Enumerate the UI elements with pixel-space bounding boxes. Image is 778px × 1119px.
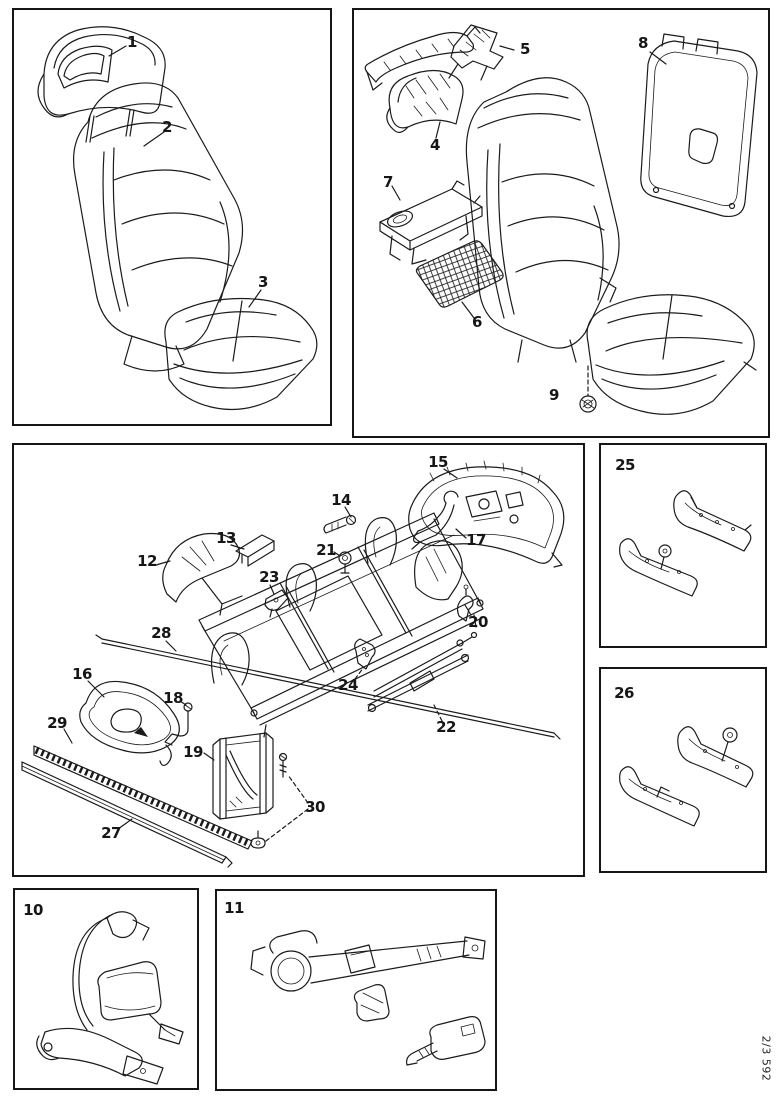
seatbelt-11-drawing: [250, 930, 486, 1066]
callout-22: 22: [436, 718, 456, 736]
trim-rail-lower-drawing: [619, 766, 700, 827]
callout-11: 11: [224, 899, 244, 917]
callout-16: 16: [72, 665, 92, 683]
panel-seat-assembly: 1 2 3: [12, 8, 332, 426]
trim-rail-lower-drawing: [619, 538, 698, 597]
panel-seatbelt-10: 10: [13, 888, 199, 1090]
belt-buckle-drawing: [406, 1016, 486, 1066]
leader-lines: [391, 45, 667, 319]
callout-17: 17: [466, 531, 486, 549]
callout-8: 8: [638, 34, 648, 52]
callout-18: 18: [163, 689, 183, 707]
callout-9: 9: [549, 386, 559, 404]
backrest-drawing: [72, 82, 244, 372]
frame-rails-drawing: [198, 512, 485, 738]
backrest-cushion-drawing: [465, 77, 620, 363]
frame-brackets-drawing: [211, 517, 463, 686]
part-20-drawing: [456, 584, 474, 622]
callout-15: 15: [428, 453, 448, 471]
part-13-drawing: [235, 534, 275, 567]
callout-7: 7: [383, 173, 393, 191]
belt-anchor-drawing: [36, 1027, 164, 1085]
back-panel-drawing: [640, 33, 758, 218]
callout-2: 2: [162, 118, 172, 136]
part-29-drawing: [33, 745, 253, 850]
panel-backrest-exploded: 4 5 6 7 8 9: [352, 8, 770, 438]
part-17-drawing: [411, 490, 459, 550]
callout-5: 5: [520, 40, 530, 58]
part-14-drawing: [323, 514, 357, 534]
trim-25-drawing: [619, 490, 752, 597]
part-23-drawing: [264, 589, 289, 618]
part-18-drawing: [164, 702, 193, 746]
trim-strip-drawing: [364, 26, 481, 91]
part-30-drawing: [250, 752, 309, 849]
part-12-drawing: [162, 532, 243, 616]
callout-1: 1: [127, 33, 137, 51]
callout-12: 12: [137, 552, 157, 570]
callout-21: 21: [316, 541, 336, 559]
callout-29: 29: [47, 714, 67, 732]
seat-cushion-drawing: [164, 297, 318, 411]
callout-4: 4: [430, 136, 440, 154]
net-pocket-drawing: [415, 240, 504, 308]
headrest-drawing: [37, 26, 166, 143]
backrest-exploded-drawing: [364, 24, 758, 415]
bracket-drawing: [448, 24, 504, 81]
trim-rail-upper-drawing: [677, 726, 754, 788]
callout-26: 26: [614, 684, 634, 702]
callout-6: 6: [472, 313, 482, 331]
panel-seatbelt-11: 11: [215, 889, 497, 1091]
callout-19: 19: [183, 743, 203, 761]
part-28-drawing: [95, 634, 561, 740]
cap-fastener-drawing: [579, 365, 597, 413]
part-21-drawing: [338, 551, 352, 574]
panel-trim-26: 26: [599, 667, 767, 873]
callout-14: 14: [331, 491, 351, 509]
cushion-drawing: [586, 294, 757, 415]
seatbelt-10-drawing: [36, 911, 184, 1085]
panel-seat-frame-exploded: 12 13 14 15 16 17 18 19 20 21 22 23 24 2…: [12, 443, 585, 877]
head-restraint-drawing: [386, 69, 464, 133]
seat-frame-drawing: [21, 460, 565, 868]
callout-27: 27: [101, 824, 121, 842]
callout-20: 20: [468, 613, 488, 631]
trim-rail-upper-drawing: [673, 490, 752, 552]
callout-24: 24: [338, 676, 358, 694]
tray-drawing: [379, 180, 483, 265]
callout-23: 23: [259, 568, 279, 586]
belt-reel-drawing: [250, 930, 486, 992]
belt-guide-drawing: [353, 984, 390, 1022]
seat-assembly-drawing: [37, 26, 318, 411]
callout-3: 3: [258, 273, 268, 291]
callout-13: 13: [216, 529, 236, 547]
page-code: 2/3 592: [759, 1035, 773, 1082]
callout-25: 25: [615, 456, 635, 474]
part-24-drawing: [354, 638, 376, 670]
part-19-drawing: [212, 732, 274, 820]
leader-lines: [108, 45, 262, 308]
callout-30: 30: [305, 798, 325, 816]
belt-strap-drawing: [72, 911, 150, 1031]
part-22-drawing: [367, 631, 478, 713]
panel-trim-25: 25: [599, 443, 767, 648]
callout-10: 10: [23, 901, 43, 919]
part-27-drawing: [21, 761, 233, 868]
callout-28: 28: [151, 624, 171, 642]
trim-26-drawing: [619, 726, 754, 827]
belt-retractor-drawing: [97, 961, 184, 1045]
leader-lines: [63, 468, 472, 830]
